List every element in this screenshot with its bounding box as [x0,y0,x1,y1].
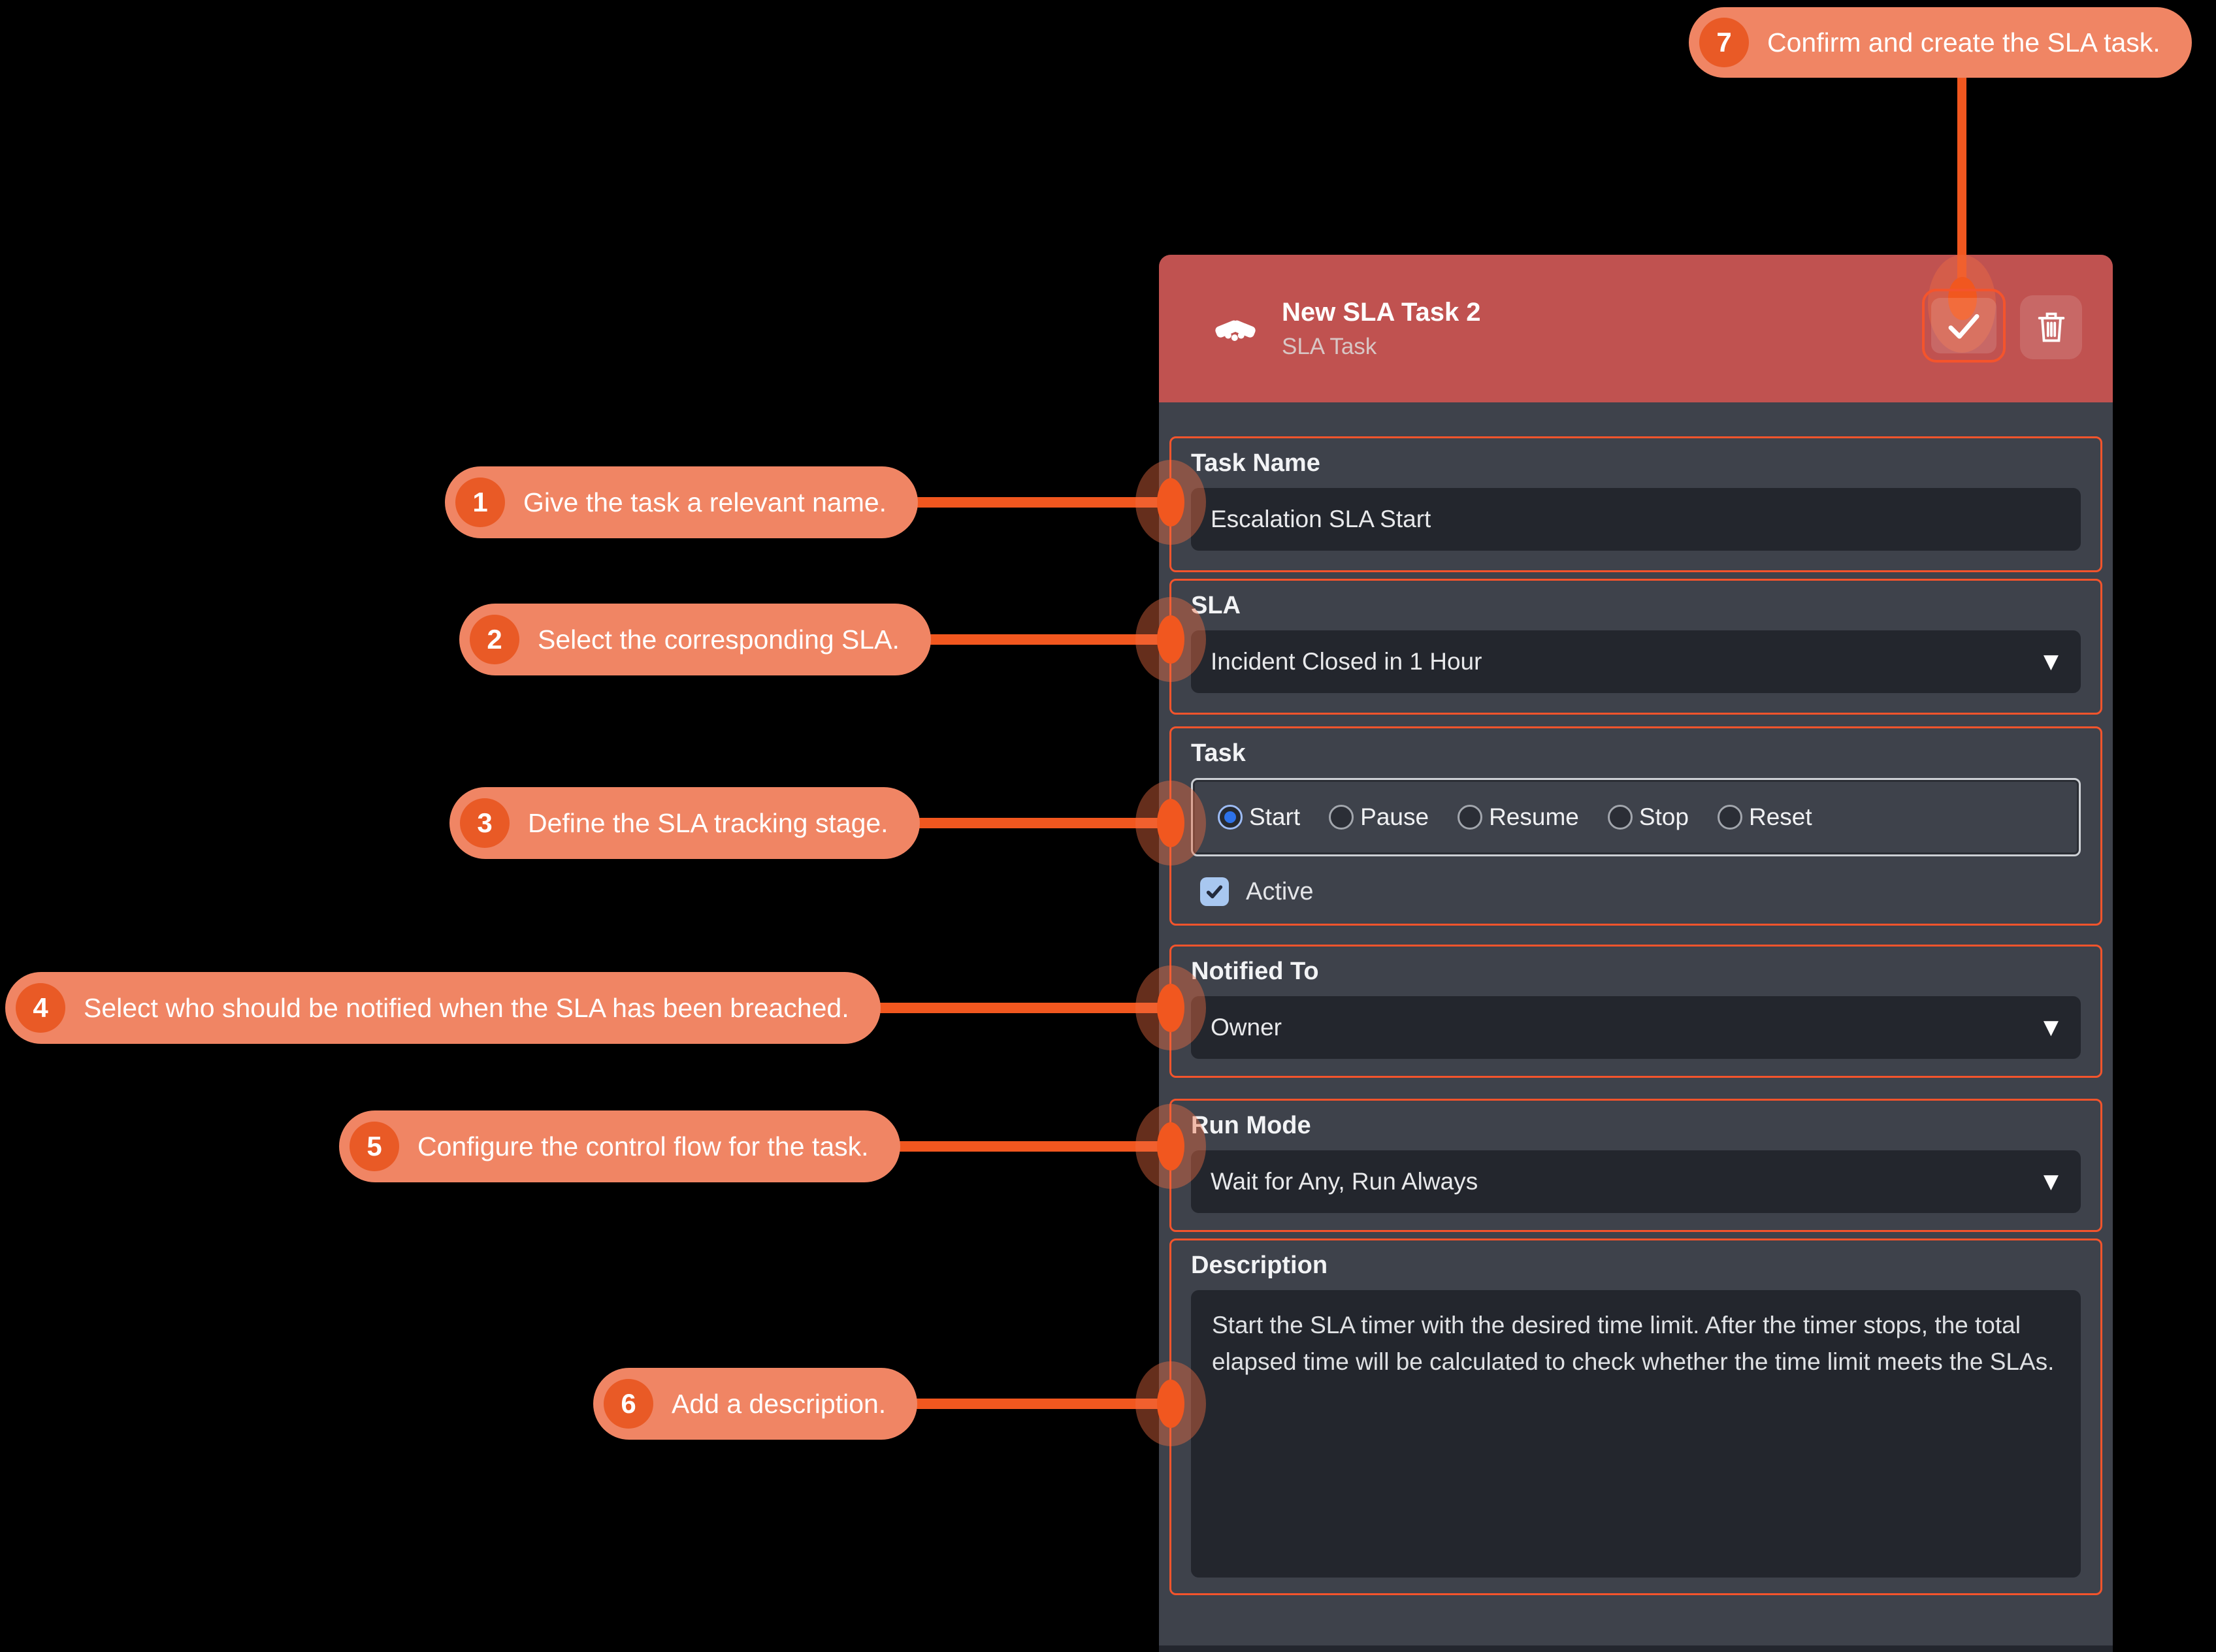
connector-dot-1 [1157,478,1184,526]
callout-5-number: 5 [350,1122,399,1171]
task-name-label: Task Name [1191,449,1320,477]
callout-6-number: 6 [604,1379,653,1429]
notified-to-select-value: Owner [1211,1014,1282,1041]
callout-3: 3 Define the SLA tracking stage. [449,787,920,859]
active-label: Active [1246,877,1314,905]
run-mode-select[interactable]: Wait for Any, Run Always ▼ [1191,1150,2081,1213]
connector-line-3 [875,818,1176,828]
confirm-button[interactable] [1922,289,2006,363]
callout-1-number: 1 [455,478,505,527]
callout-3-number: 3 [460,798,510,848]
connector-line-5 [875,1141,1176,1152]
check-icon [1948,314,1980,338]
active-checkbox[interactable] [1200,877,1229,906]
section-sla: SLA Incident Closed in 1 Hour ▼ [1169,579,2102,715]
sla-task-panel: New SLA Task 2 SLA Task Task Name [1159,255,2113,1652]
connector-line-6 [875,1399,1176,1409]
radio-icon-stop[interactable] [1607,805,1633,830]
section-description: Description Start the SLA timer with the… [1169,1239,2102,1595]
callout-3-text: Define the SLA tracking stage. [528,807,888,838]
connector-dot-5 [1157,1122,1184,1171]
section-task-name: Task Name [1169,436,2102,572]
radio-option-stop[interactable]: Stop [1607,803,1689,831]
callout-2: 2 Select the corresponding SLA. [459,604,931,675]
radio-option-pause[interactable]: Pause [1329,803,1429,831]
radio-option-resume[interactable]: Resume [1458,803,1579,831]
radio-icon-start[interactable] [1218,805,1243,830]
radio-label-stop: Stop [1638,803,1689,830]
delete-button[interactable] [2020,295,2082,359]
chevron-down-icon: ▼ [2043,1016,2059,1039]
notified-to-select[interactable]: Owner ▼ [1191,996,2081,1059]
radio-icon-pause[interactable] [1329,805,1354,830]
header-text: New SLA Task 2 SLA Task [1282,298,1481,360]
confirm-button-inner [1931,298,1996,353]
callout-7: 7 Confirm and create the SLA task. [1689,7,2192,78]
sla-select-value: Incident Closed in 1 Hour [1211,648,1482,675]
callout-5-text: Configure the control flow for the task. [417,1131,869,1161]
active-row: Active [1200,877,2081,906]
connector-dot-4 [1157,984,1184,1032]
task-radio-group: Start Pause Resume Stop Reset [1191,778,2081,856]
checkmark-icon [1206,885,1223,899]
sla-label: SLA [1191,592,1241,619]
callout-2-number: 2 [470,615,519,664]
sla-select[interactable]: Incident Closed in 1 Hour ▼ [1191,630,2081,693]
callout-6-text: Add a description. [672,1388,887,1419]
radio-label-reset: Reset [1748,803,1812,830]
chevron-down-icon: ▼ [2043,650,2059,673]
panel-title: New SLA Task 2 [1282,297,1481,327]
connector-line-1 [875,497,1176,508]
callout-5: 5 Configure the control flow for the tas… [339,1110,900,1182]
callout-4-number: 4 [16,983,65,1033]
task-name-input[interactable] [1191,488,2081,551]
connector-dot-3 [1157,799,1184,847]
connector-line-4 [849,1003,1176,1013]
callout-7-text: Confirm and create the SLA task. [1767,27,2160,57]
run-mode-select-value: Wait for Any, Run Always [1211,1168,1478,1195]
description-label: Description [1191,1252,1328,1279]
radio-icon-reset[interactable] [1717,805,1742,830]
connector-dot-6 [1157,1380,1184,1428]
section-notified-to: Notified To Owner ▼ [1169,945,2102,1078]
run-mode-label: Run Mode [1191,1112,1311,1139]
radio-option-start[interactable]: Start [1218,803,1300,831]
callout-1: 1 Give the task a relevant name. [445,466,919,538]
handshake-icon [1215,320,1256,341]
panel-subtitle: SLA Task [1282,333,1377,359]
radio-option-reset[interactable]: Reset [1717,803,1812,831]
callout-7-number: 7 [1699,18,1749,67]
callout-1-text: Give the task a relevant name. [523,487,887,517]
connector-line-2 [875,634,1176,645]
task-label: Task [1191,739,1246,767]
notified-to-label: Notified To [1191,958,1319,985]
radio-icon-resume[interactable] [1458,805,1483,830]
callout-6: 6 Add a description. [593,1368,918,1440]
trash-icon [2038,312,2064,342]
description-textarea[interactable]: Start the SLA timer with the desired tim… [1191,1290,2081,1578]
radio-label-pause: Pause [1360,803,1429,830]
callout-4: 4 Select who should be notified when the… [5,972,881,1044]
callout-2-text: Select the corresponding SLA. [538,624,900,655]
chevron-down-icon: ▼ [2043,1170,2059,1193]
connector-line-7 [1957,69,1966,293]
connector-dot-7 [1948,277,1977,320]
connector-dot-2 [1157,615,1184,664]
radio-label-resume: Resume [1489,803,1579,830]
panel-footer-strip [1159,1645,2113,1652]
section-task: Task Start Pause Resume Stop [1169,726,2102,926]
section-run-mode: Run Mode Wait for Any, Run Always ▼ [1169,1099,2102,1232]
radio-label-start: Start [1249,803,1301,830]
panel-header: New SLA Task 2 SLA Task [1159,255,2113,402]
callout-4-text: Select who should be notified when the S… [84,992,849,1023]
